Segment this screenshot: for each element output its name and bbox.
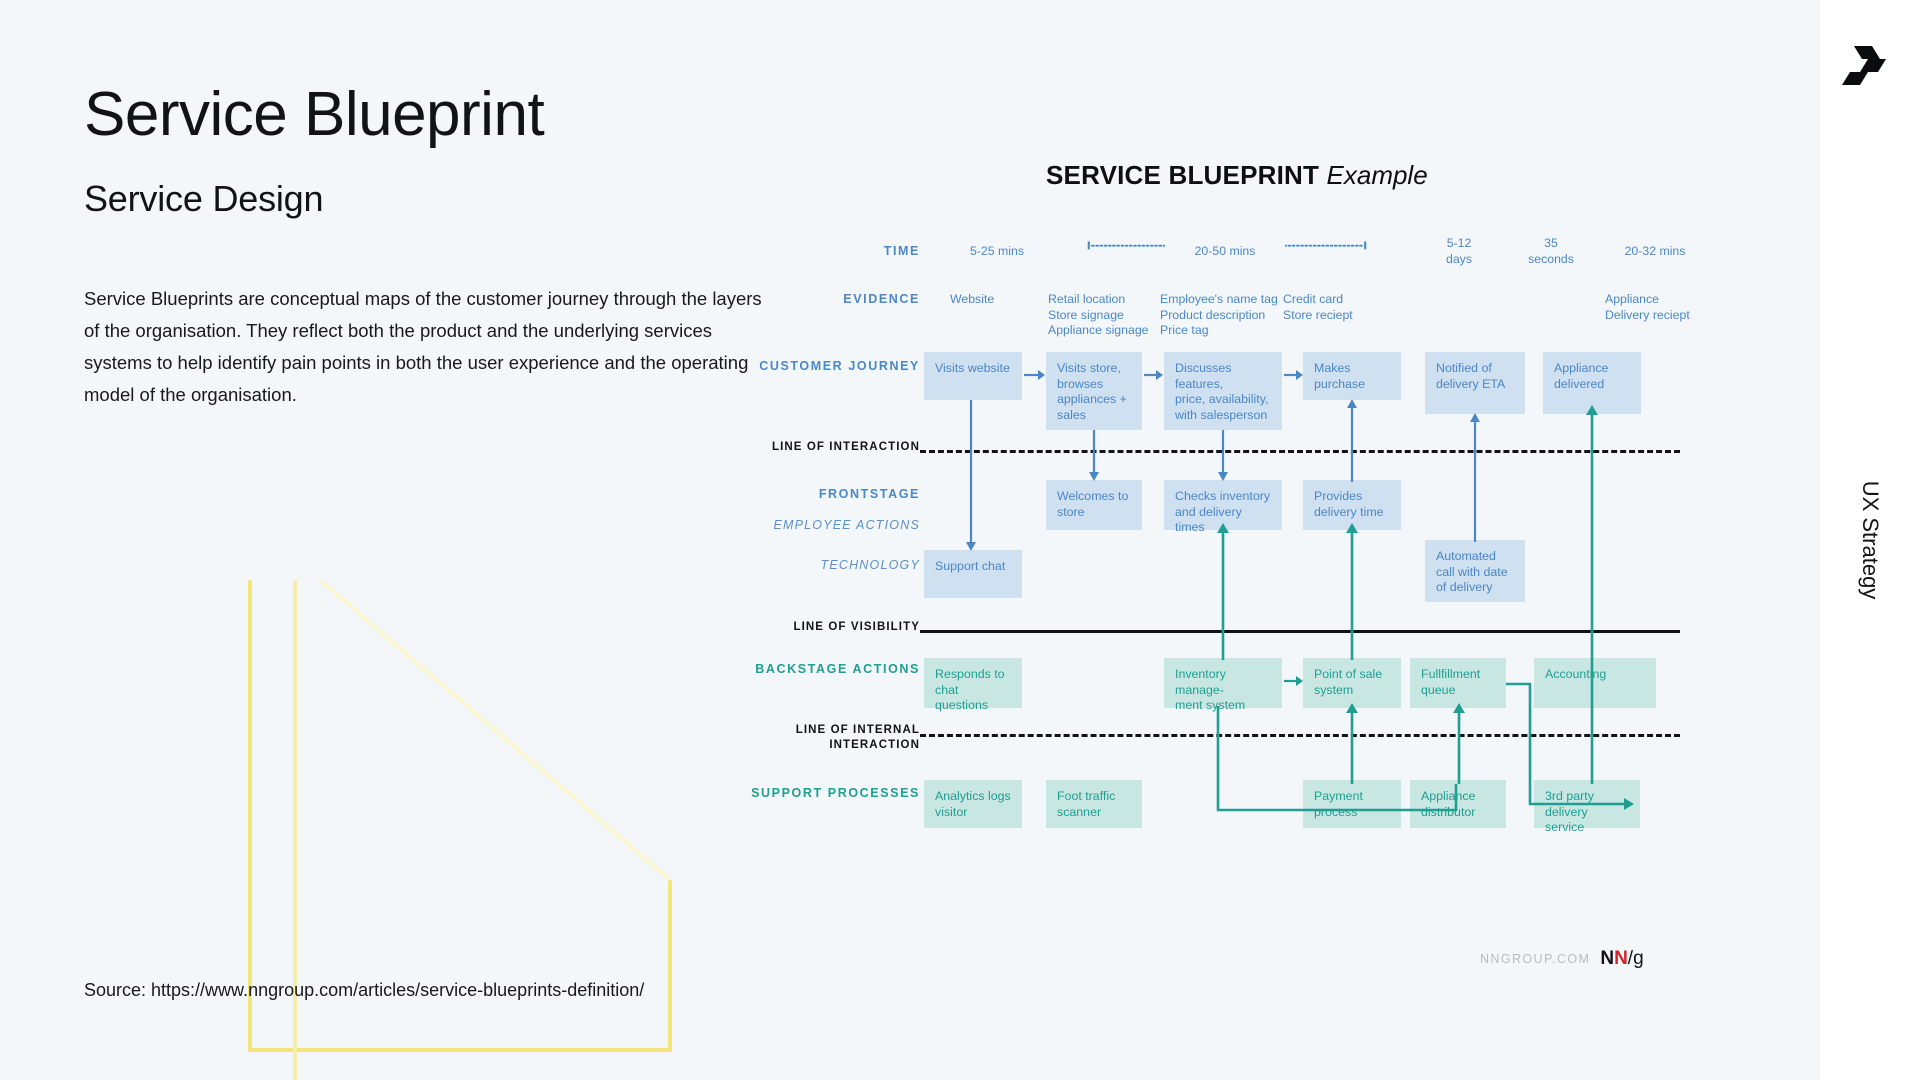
connector-inventory-system-to-checks (1217, 523, 1229, 660)
row-label-support-processes: SUPPORT PROCESSES (751, 786, 920, 800)
backstage-box-0[interactable]: Responds to chat questions (924, 658, 1022, 712)
employee-action-box-0[interactable]: Welcomes to store (1046, 480, 1142, 530)
backstage-box-1[interactable]: Inventory manage- ment system (1164, 658, 1282, 712)
row-label-line-of-visibility: LINE OF VISIBILITY (793, 621, 920, 633)
customer-journey-box-2[interactable]: Discusses features, price, availability,… (1164, 352, 1282, 430)
connector-website-to-support-chat (966, 400, 976, 551)
customer-journey-box-0[interactable]: Visits website (924, 352, 1022, 400)
nn-mark-n2: N (1614, 948, 1628, 969)
connector-discusses-to-checks-inventory (1218, 430, 1228, 481)
nngroup-logo-mark: NN/g (1600, 948, 1643, 970)
evidence-value-2: Employee's name tag Product description … (1160, 292, 1278, 337)
technology-box-0[interactable]: Support chat (924, 550, 1022, 598)
evidence-value-0: Website (950, 292, 995, 306)
row-label-time: TIME (883, 244, 920, 258)
employee-action-box-2[interactable]: Provides delivery time (1303, 480, 1401, 530)
journey-arrow-0 (1024, 370, 1045, 380)
connector-accounting-to-appliance-delivered (1586, 405, 1598, 784)
journey-arrow-2 (1284, 370, 1303, 380)
time-value-3: 35 seconds (1528, 236, 1574, 266)
nngroup-footer: NNGROUP.COM NN/g (1480, 948, 1644, 970)
service-blueprint-diagram: SERVICE BLUEPRINT Example TIME EVIDENCE … (751, 140, 1780, 1020)
time-value-0: 5-25 mins (970, 244, 1024, 258)
connector-provides-delivery-to-purchase (1347, 399, 1357, 482)
evidence-value-4: Appliance Delivery reciept (1605, 292, 1690, 322)
backstage-arrow-0 (1284, 676, 1303, 686)
connector-pos-to-provides-delivery (1346, 523, 1358, 660)
nn-mark-n1: N (1600, 948, 1615, 969)
support-box-1[interactable]: Foot traffic scanner (1046, 780, 1142, 828)
evidence-value-3: Credit card Store reciept (1283, 292, 1353, 322)
line-of-interaction-rule (920, 450, 1680, 453)
connector-visits-store-to-welcome (1089, 430, 1099, 481)
row-label-technology: TECHNOLOGY (820, 558, 920, 572)
nn-mark-g: g (1633, 948, 1644, 969)
customer-journey-box-1[interactable]: Visits store, browses appliances + sales (1046, 352, 1142, 430)
nngroup-site-label: NNGROUP.COM (1480, 952, 1591, 966)
row-label-line-of-internal-interaction: LINE OF INTERNAL INTERACTION (795, 724, 920, 751)
row-label-evidence: EVIDENCE (843, 292, 920, 306)
customer-journey-box-3[interactable]: Makes purchase (1303, 352, 1401, 400)
nn-mark-slash: / (1627, 948, 1634, 969)
intro-paragraph: Service Blueprints are conceptual maps o… (84, 288, 762, 405)
support-box-0[interactable]: Analytics logs visitor (924, 780, 1022, 828)
blueprint-heading: SERVICE BLUEPRINT Example (1046, 160, 1428, 191)
backstage-box-3[interactable]: Fullfillment queue (1410, 658, 1506, 708)
customer-journey-box-4[interactable]: Notified of delivery ETA (1425, 352, 1525, 414)
source-citation: Source: https://www.nngroup.com/articles… (84, 980, 645, 1000)
row-label-frontstage: FRONTSTAGE (818, 487, 920, 501)
connector-distributor-to-fullfillment (1453, 703, 1465, 784)
connector-inventory-bottom-rail (1216, 706, 1458, 812)
support-box-3[interactable]: Appliance distributor (1410, 780, 1506, 828)
decorative-yellow-shape (240, 495, 800, 1080)
row-label-line-of-interaction: LINE OF INTERACTION (771, 441, 920, 453)
row-label-backstage-actions: BACKSTAGE ACTIONS (755, 662, 920, 676)
employee-action-box-1[interactable]: Checks inventory and delivery times (1164, 480, 1282, 534)
technology-box-1[interactable]: Automated call with date of delivery (1425, 540, 1525, 602)
connector-payment-to-pos (1346, 703, 1358, 784)
line-of-internal-interaction-rule (920, 734, 1680, 737)
journey-arrow-1 (1144, 370, 1163, 380)
right-rail: UX Strategy (1820, 0, 1920, 1080)
row-label-customer-journey: CUSTOMER JOURNEY (759, 359, 920, 373)
page-title: Service Blueprint (84, 80, 545, 149)
page-subtitle: Service Design (84, 178, 324, 219)
connector-automated-call-to-notified (1470, 413, 1480, 542)
time-value-4: 20-32 mins (1624, 244, 1686, 258)
line-of-visibility-rule (920, 630, 1680, 633)
slide-canvas: Service Blueprint Service Design Service… (0, 0, 1820, 1080)
customer-journey-box-5[interactable]: Appliance delivered (1543, 352, 1641, 414)
blueprint-heading-italic: Example (1326, 160, 1428, 190)
row-label-employee-actions: EMPLOYEE ACTIONS (773, 518, 920, 532)
rail-label: UX Strategy (1858, 480, 1883, 600)
backstage-box-2[interactable]: Point of sale system (1303, 658, 1401, 708)
brand-logo-icon (1842, 46, 1886, 85)
connector-fullfillment-to-3rd-party (1506, 682, 1634, 810)
time-value-2: 5-12 days (1446, 236, 1472, 266)
time-value-1: 20-50 mins (1165, 244, 1285, 260)
evidence-value-1: Retail location Store signage Appliance … (1048, 292, 1149, 337)
support-box-2[interactable]: Payment process (1303, 780, 1401, 828)
blueprint-heading-bold: SERVICE BLUEPRINT (1046, 160, 1320, 190)
